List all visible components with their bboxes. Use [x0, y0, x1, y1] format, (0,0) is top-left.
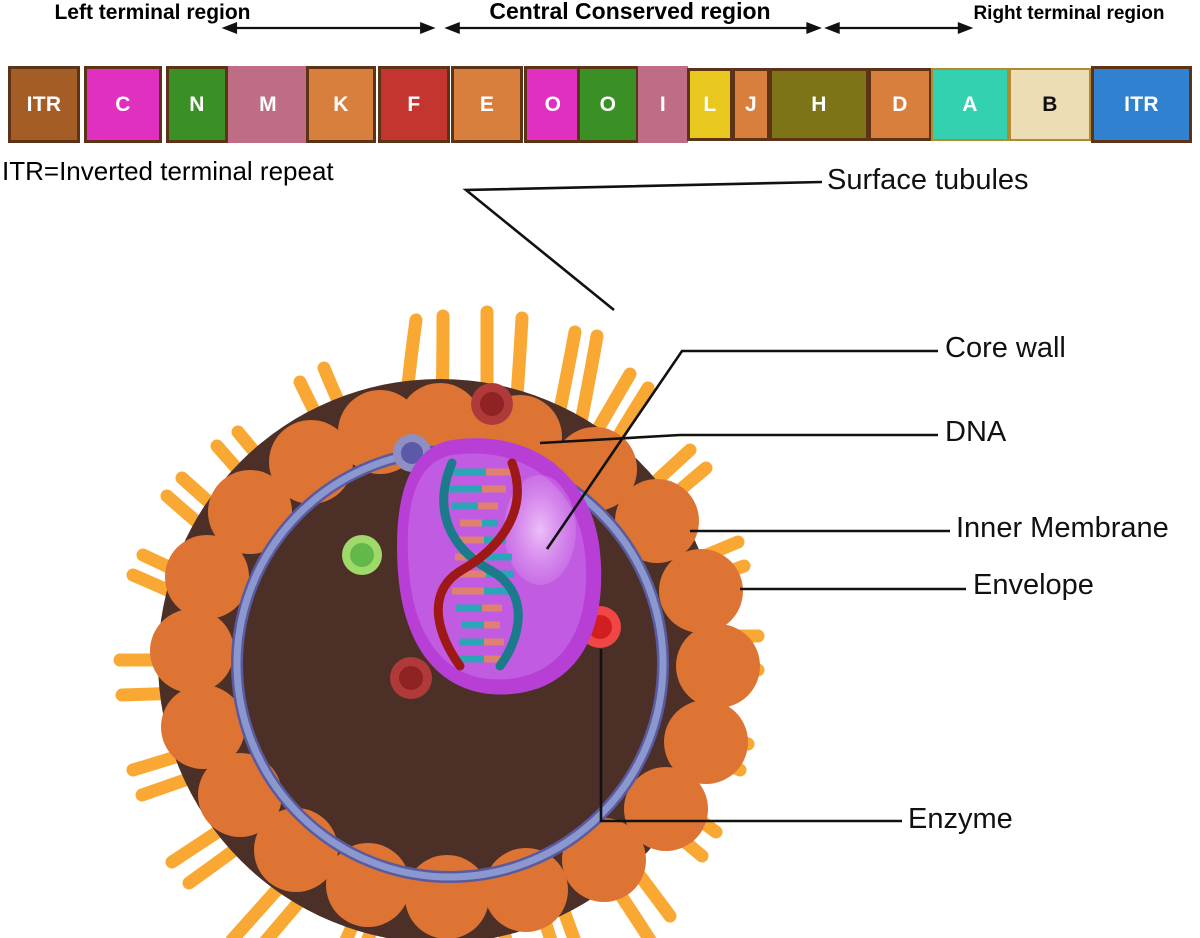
- gene-block-label: J: [745, 93, 757, 116]
- gene-block-k[interactable]: K: [306, 66, 376, 143]
- enzyme-green-core: [350, 543, 374, 567]
- region-label-right-terminal: Right terminal region: [973, 3, 1165, 24]
- gene-block-i[interactable]: I: [638, 66, 688, 143]
- enzyme-dark-red-bottom-core: [399, 666, 423, 690]
- gene-block-label: H: [811, 93, 827, 116]
- gene-block-label: D: [892, 93, 908, 116]
- gene-block-label: ITR: [26, 93, 62, 116]
- dna-strand-red: [433, 458, 522, 671]
- gene-block-j[interactable]: J: [732, 68, 770, 141]
- gene-block-h[interactable]: H: [769, 68, 869, 141]
- region-label-central-conserved: Central Conserved region: [489, 0, 771, 24]
- itr-legend-text: ITR=Inverted terminal repeat: [2, 156, 334, 186]
- gene-block-a[interactable]: A: [931, 68, 1009, 141]
- gene-block-label: I: [659, 93, 667, 116]
- genome-block-strip: ITR C N M K F E O O I L J H D A B ITR: [0, 66, 1200, 143]
- gene-block-label: O: [599, 93, 617, 116]
- gene-block-d[interactable]: D: [868, 68, 932, 141]
- region-label-left-terminal: Left terminal region: [54, 1, 251, 24]
- dna-double-helix: [433, 458, 523, 671]
- callout-label-envelope: Envelope: [973, 569, 1094, 601]
- gene-block-label: ITR: [1124, 93, 1159, 116]
- gene-block-itr-left[interactable]: ITR: [8, 66, 80, 143]
- dna-strand-teal: [439, 458, 523, 671]
- gene-block-label: F: [407, 93, 421, 116]
- callout-label-surface-tubules: Surface tubules: [827, 164, 1029, 196]
- gene-block-label: N: [189, 93, 205, 116]
- gene-block-o-green[interactable]: O: [577, 66, 639, 143]
- gene-block-label: B: [1042, 93, 1058, 116]
- callout-label-enzyme: Enzyme: [908, 803, 1013, 835]
- gene-block-itr-right[interactable]: ITR: [1091, 66, 1192, 143]
- gene-block-label: A: [962, 93, 978, 116]
- callout-label-core-wall: Core wall: [945, 332, 1066, 364]
- gene-block-o-magenta[interactable]: O: [524, 66, 582, 143]
- enzyme-blue-core: [401, 442, 423, 464]
- gene-block-label: M: [259, 93, 277, 116]
- gene-block-label: C: [115, 93, 131, 116]
- gene-block-label: L: [703, 93, 717, 116]
- gene-block-c[interactable]: C: [84, 66, 162, 143]
- virion-diagram: [113, 305, 765, 938]
- gene-block-label: K: [333, 93, 349, 116]
- callout-label-dna: DNA: [945, 416, 1007, 448]
- callout-label-inner-membrane: Inner Membrane: [956, 512, 1169, 544]
- gene-block-label: E: [479, 93, 495, 116]
- gene-block-label: O: [544, 93, 562, 116]
- gene-block-n[interactable]: N: [166, 66, 228, 143]
- region-arrow-left-terminal: [221, 21, 974, 35]
- enzyme-dark-red-top-core: [480, 392, 504, 416]
- gene-block-b[interactable]: B: [1009, 68, 1091, 141]
- gene-block-m[interactable]: M: [228, 66, 308, 143]
- gene-block-e[interactable]: E: [451, 66, 523, 143]
- gene-block-f[interactable]: F: [378, 66, 450, 143]
- gene-block-l[interactable]: L: [687, 68, 733, 141]
- viral-core: [397, 438, 602, 695]
